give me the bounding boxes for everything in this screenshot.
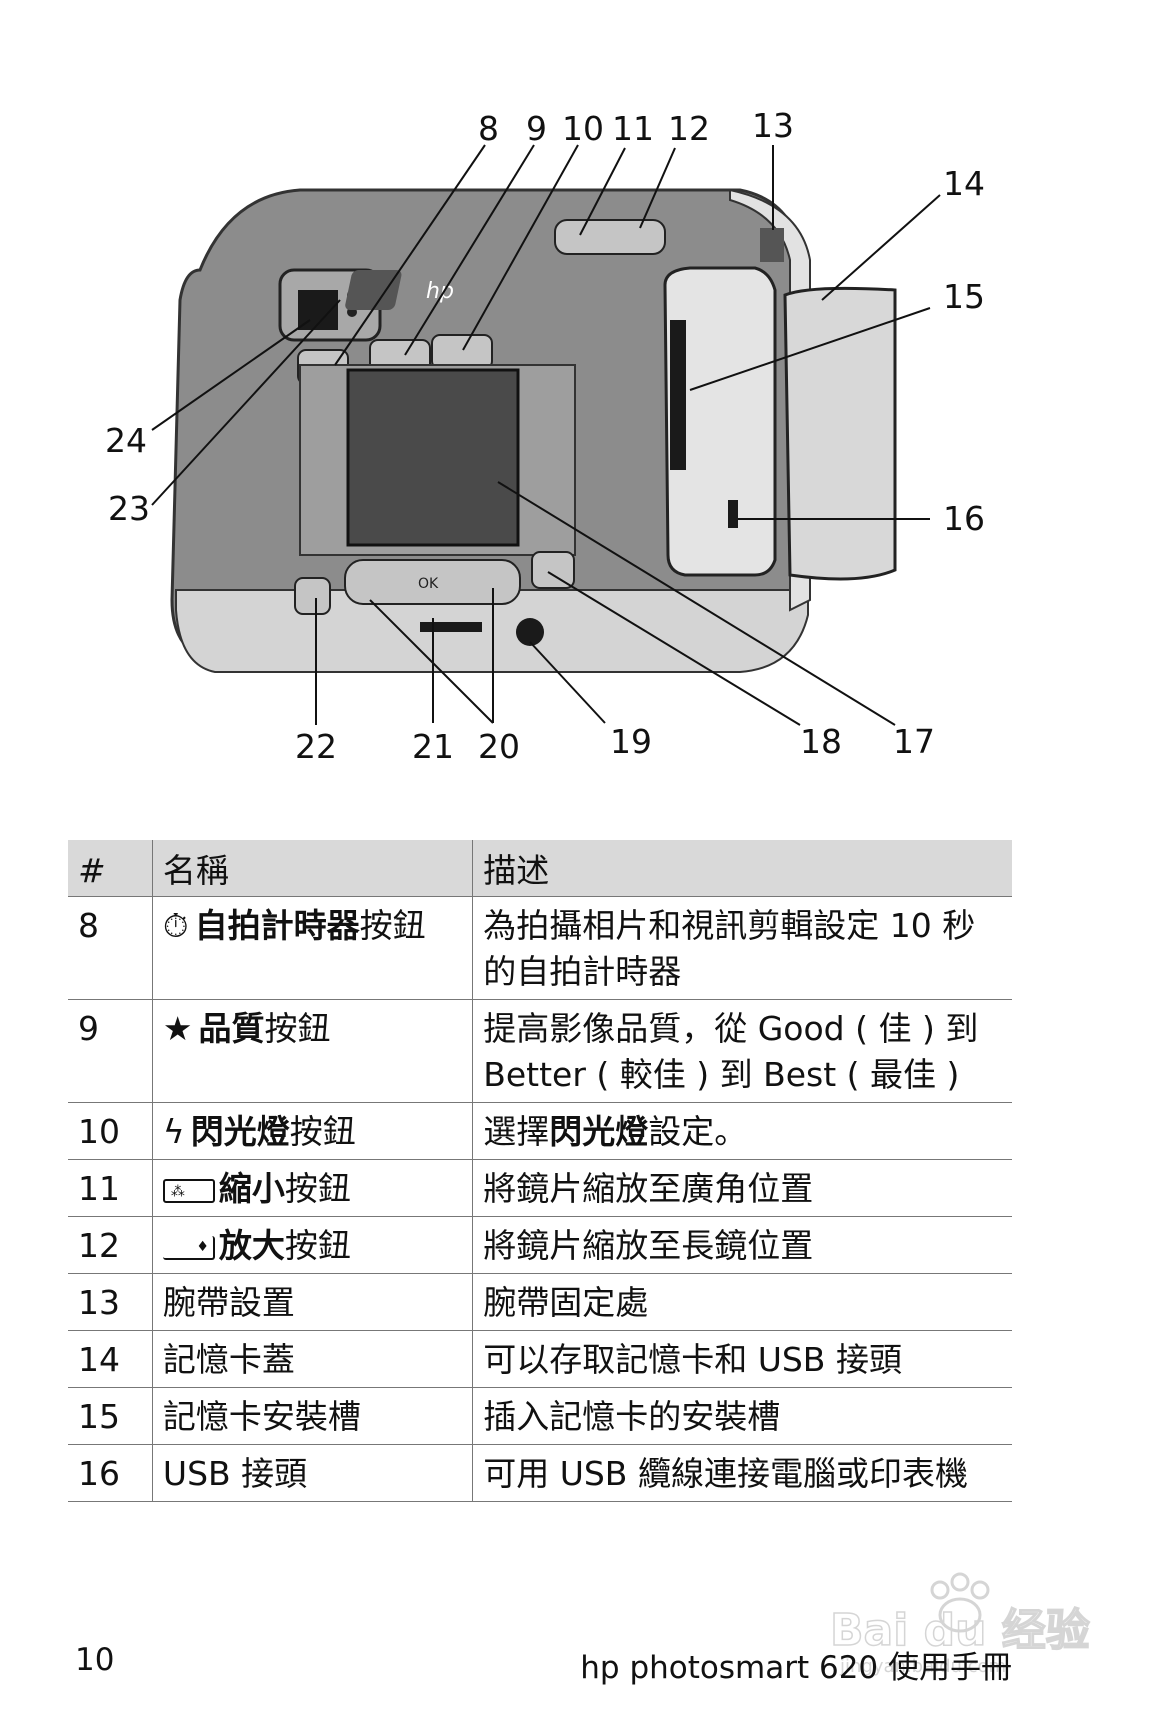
header-number: # <box>68 840 153 897</box>
table-row: 9 ★品質按鈕 提高影像品質，從 Good ( 佳 ) 到 Better ( 較… <box>68 999 1012 1103</box>
callout-10: 10 <box>562 109 604 148</box>
row-name: ♦放大按鈕 <box>152 1216 474 1274</box>
callout-23: 23 <box>108 489 150 528</box>
camera-back-diagram: hp OK <box>105 106 985 766</box>
callout-8: 8 <box>478 109 499 148</box>
table-row: 15 記憶卡安裝槽 插入記憶卡的安裝槽 <box>68 1387 1012 1445</box>
baidu-watermark: Bai du 经验 jingyan.baidu.com <box>829 1572 1091 1677</box>
leader-lines <box>151 144 941 726</box>
row-number: 13 <box>68 1273 153 1331</box>
row-description: 為拍攝相片和視訊剪輯設定 10 秒的自拍計時器 <box>472 896 1012 1000</box>
callout-22: 22 <box>295 727 337 766</box>
row-description: 提高影像品質，從 Good ( 佳 ) 到 Better ( 較佳 ) 到 Be… <box>472 999 1012 1103</box>
callout-13: 13 <box>752 106 794 145</box>
row-name: 記憶卡安裝槽 <box>152 1387 474 1445</box>
star-icon: ★ <box>162 1009 193 1048</box>
svg-text:OK: OK <box>418 576 439 592</box>
row-description: 可以存取記憶卡和 USB 接頭 <box>472 1330 1012 1388</box>
memory-card-door <box>663 266 897 581</box>
row-number: 16 <box>68 1444 153 1502</box>
table-row: 16 USB 接頭 可用 USB 纜線連接電腦或印表機 <box>68 1444 1012 1502</box>
header-name: 名稱 <box>152 840 474 897</box>
zoom-in-icon: ♦ <box>162 1235 215 1260</box>
callout-17: 17 <box>893 722 935 761</box>
callout-20: 20 <box>478 727 520 766</box>
parts-table: # 名稱 描述 8 ⏱自拍計時器按鈕 為拍攝相片和視訊剪輯設定 10 秒的自拍計… <box>68 840 1012 1502</box>
callout-16: 16 <box>943 499 985 538</box>
page-number: 10 <box>75 1642 115 1678</box>
row-name: 腕帶設置 <box>152 1273 474 1331</box>
table-row: 11 ⁂縮小按鈕 將鏡片縮放至廣角位置 <box>68 1159 1012 1217</box>
row-description: 腕帶固定處 <box>472 1273 1012 1331</box>
row-name: 記憶卡蓋 <box>152 1330 474 1388</box>
row-description: 將鏡片縮放至長鏡位置 <box>472 1216 1012 1274</box>
row-number: 14 <box>68 1330 153 1388</box>
zoom-out-icon: ⁂ <box>162 1178 215 1203</box>
callout-11: 11 <box>612 109 654 148</box>
row-number: 12 <box>68 1216 153 1274</box>
row-description: 可用 USB 纜線連接電腦或印表機 <box>472 1444 1012 1502</box>
callout-9: 9 <box>526 109 547 148</box>
flash-icon: ϟ <box>162 1112 185 1151</box>
row-name: ★品質按鈕 <box>152 999 474 1103</box>
nav-buttons: OK <box>294 551 575 646</box>
row-name: ⏱自拍計時器按鈕 <box>152 896 474 1000</box>
row-description: 插入記憶卡的安裝槽 <box>472 1387 1012 1445</box>
callout-15: 15 <box>943 277 985 316</box>
row-number: 10 <box>68 1102 153 1160</box>
table-header-row: # 名稱 描述 <box>68 840 1012 897</box>
table-row: 13 腕帶設置 腕帶固定處 <box>68 1273 1012 1331</box>
svg-text:Bai du 经验: Bai du 经验 <box>830 1605 1090 1656</box>
callout-24: 24 <box>105 421 147 460</box>
row-number: 15 <box>68 1387 153 1445</box>
callout-18: 18 <box>800 722 842 761</box>
callout-12: 12 <box>668 109 710 148</box>
row-number: 11 <box>68 1159 153 1217</box>
callout-19: 19 <box>610 722 652 761</box>
header-description: 描述 <box>472 840 1012 897</box>
row-name: USB 接頭 <box>152 1444 474 1502</box>
row-number: 8 <box>68 896 153 1000</box>
table-row: 14 記憶卡蓋 可以存取記憶卡和 USB 接頭 <box>68 1330 1012 1388</box>
callout-labels: 8 9 10 11 12 13 14 15 16 17 18 19 20 21 … <box>105 106 985 766</box>
row-description: 選擇閃光燈設定。 <box>472 1102 1012 1160</box>
row-number: 9 <box>68 999 153 1103</box>
lcd-screen <box>299 364 576 556</box>
callout-21: 21 <box>412 727 454 766</box>
timer-icon: ⏱ <box>162 906 189 945</box>
callout-14: 14 <box>943 164 985 203</box>
table-row: 12 ♦放大按鈕 將鏡片縮放至長鏡位置 <box>68 1216 1012 1274</box>
row-description: 將鏡片縮放至廣角位置 <box>472 1159 1012 1217</box>
svg-text:jingyan.baidu.com: jingyan.baidu.com <box>839 1656 1006 1677</box>
row-name: ⁂縮小按鈕 <box>152 1159 474 1217</box>
table-row: 8 ⏱自拍計時器按鈕 為拍攝相片和視訊剪輯設定 10 秒的自拍計時器 <box>68 896 1012 1000</box>
manual-title: hp photosmart 620 使用手冊 <box>580 1650 1012 1686</box>
